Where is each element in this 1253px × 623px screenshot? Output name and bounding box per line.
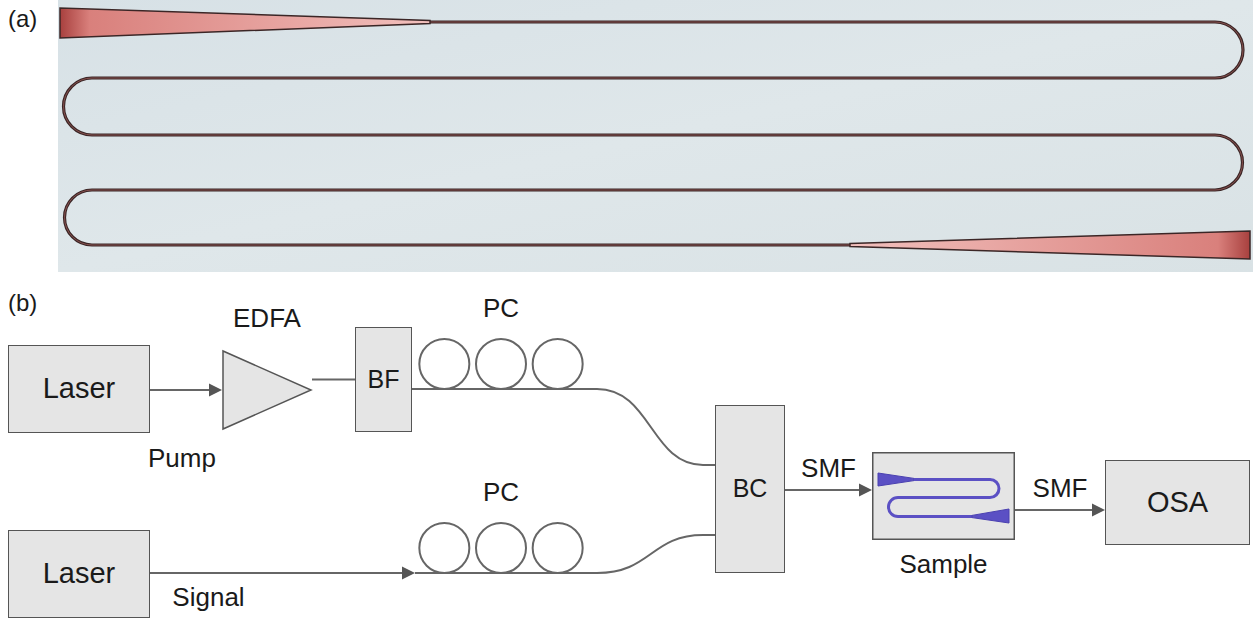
- fiber-loop: [533, 523, 583, 573]
- node-shape: [415, 338, 587, 390]
- line-label: SMF: [1033, 474, 1088, 503]
- fiber-connector: [312, 379, 355, 380]
- panel-label: (a): [8, 6, 37, 32]
- waveguide-core: [64, 22, 1244, 245]
- filter-box: BF: [355, 327, 412, 432]
- sample-taper: [878, 473, 914, 486]
- device-label: Sample: [899, 550, 987, 579]
- box-label: BF: [368, 366, 400, 394]
- amplifier-outline: [223, 351, 311, 429]
- photo-ground: [58, 0, 1253, 272]
- device-label: PC: [483, 478, 519, 507]
- fiber-line: [415, 388, 587, 390]
- fiber-loop: [419, 523, 469, 573]
- fiber-line: [150, 572, 404, 574]
- amplifier-triangle: EDFA: [222, 350, 312, 430]
- fiber-loop: [533, 339, 583, 389]
- device-label: PC: [483, 294, 519, 323]
- fiber-line: [587, 389, 715, 465]
- fiber-loop: [476, 339, 526, 389]
- arrow-head: [402, 567, 415, 580]
- fiber-line: [415, 572, 587, 574]
- line-label: SMF: [801, 454, 856, 483]
- line-label: Pump: [148, 444, 216, 473]
- sample-waveguide: [889, 480, 1000, 517]
- sample-box: Sample: [872, 452, 1015, 540]
- arrow-head: [859, 484, 872, 497]
- fiber-line: [150, 389, 211, 391]
- fiber-connector: [785, 484, 872, 497]
- fiber-loop: [476, 523, 526, 573]
- fiber-line: [312, 379, 355, 381]
- node-shape: [415, 522, 587, 574]
- polarization-controller: PC: [415, 522, 587, 574]
- fiber-connector: [587, 535, 715, 573]
- sample-taper: [972, 509, 1009, 523]
- fiber-line: [785, 489, 861, 491]
- polarization-controller: PC: [415, 338, 587, 390]
- output-taper: [850, 231, 1250, 259]
- input-taper: [60, 8, 430, 38]
- analyzer-box: OSA: [1105, 460, 1250, 545]
- fiber-line: [412, 388, 415, 390]
- arrow-head: [209, 384, 222, 397]
- fiber-loop: [419, 339, 469, 389]
- box-label: BC: [733, 475, 768, 503]
- box-label: Laser: [43, 558, 116, 590]
- fiber-connector: [587, 389, 715, 465]
- fiber-connector: [150, 384, 222, 397]
- sample-outline: [873, 453, 1015, 540]
- fiber-line: [1015, 509, 1094, 511]
- waveguide: [64, 22, 1244, 245]
- line-label: Signal: [172, 583, 244, 612]
- box-label: Laser: [43, 373, 116, 405]
- coupler-box: BC: [715, 405, 785, 573]
- laser-box: Laser: [8, 345, 150, 433]
- fiber-connector: [412, 389, 415, 390]
- device-label: EDFA: [233, 304, 301, 333]
- panel-label: (b): [8, 290, 37, 316]
- fiber-connector: [1015, 504, 1105, 517]
- arrow-head: [1092, 504, 1105, 517]
- laser-box: Laser: [8, 530, 150, 618]
- fiber-connector: [150, 567, 415, 580]
- fiber-line: [587, 535, 715, 573]
- node-shape: [872, 452, 1015, 540]
- box-label: OSA: [1147, 487, 1208, 519]
- node-shape: [222, 350, 312, 430]
